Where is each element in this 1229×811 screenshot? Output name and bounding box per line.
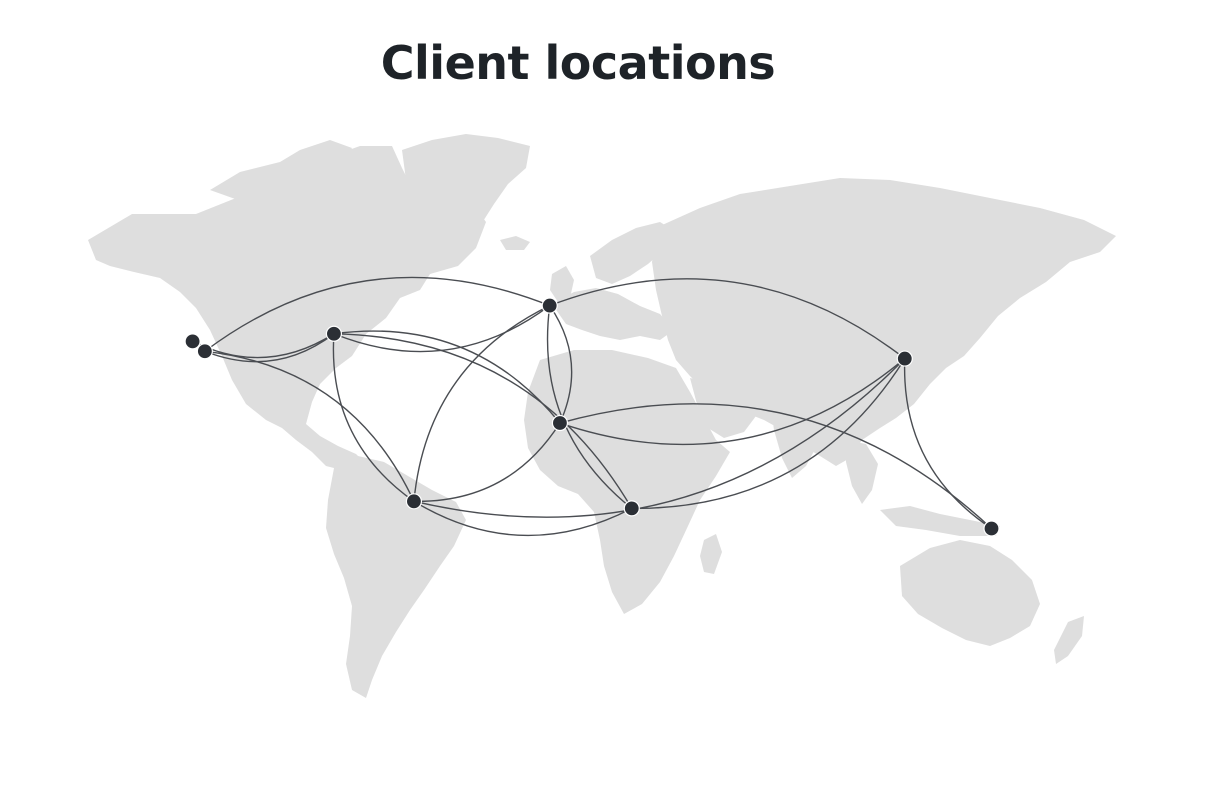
landmass-australia (900, 540, 1040, 646)
landmass-iceland (500, 236, 530, 250)
landmass-north-america (88, 146, 486, 472)
route-london-lagos (549, 305, 573, 424)
landmass-arctic-islands (210, 140, 352, 200)
location-pin-johannesburg[interactable] (623, 500, 640, 517)
route-london-sao-paulo (413, 304, 551, 502)
landmass-new-zealand (1054, 616, 1084, 664)
location-pin-sydney[interactable] (983, 520, 1000, 537)
landmass-indonesia (880, 506, 1000, 536)
route-london-los-angeles (204, 276, 550, 352)
location-pin-new-york[interactable] (325, 325, 343, 342)
route-london-shanghai (549, 278, 906, 360)
route-los-angeles-new-york (204, 333, 335, 363)
route-lagos-shanghai (559, 358, 906, 446)
route-los-angeles-sao-paulo (204, 350, 415, 502)
route-lagos-sydney (559, 403, 992, 529)
location-pin-shanghai[interactable] (896, 350, 913, 367)
landmass-layer (88, 134, 1116, 698)
route-new-york-lagos (333, 330, 561, 424)
landmass-africa (524, 350, 730, 614)
location-pin-san-francisco[interactable] (184, 333, 201, 350)
route-johannesburg-sao-paulo (413, 500, 633, 537)
landmass-british-isles (550, 266, 574, 302)
landmass-southeast-asia (846, 440, 878, 504)
landmass-europe (552, 288, 674, 340)
route-new-york-johannesburg (333, 333, 633, 509)
location-pin-london[interactable] (541, 297, 558, 314)
map-title: Client locations (380, 36, 776, 90)
location-pin-lagos[interactable] (551, 414, 569, 432)
route-shanghai-sydney (903, 358, 992, 530)
location-pin-los-angeles[interactable] (196, 343, 213, 360)
landmass-madagascar (700, 534, 722, 574)
route-johannesburg-shanghai (631, 358, 906, 510)
routes-layer (192, 276, 992, 537)
landmass-greenland (402, 134, 530, 262)
landmass-scandinavia (590, 222, 676, 284)
pins-layer (184, 297, 1000, 537)
route-shanghai-sao-paulo (413, 358, 906, 518)
route-lagos-sao-paulo (413, 422, 561, 503)
landmass-asia (652, 178, 1116, 466)
landmass-india (770, 396, 826, 478)
location-pin-sao-paulo[interactable] (405, 493, 423, 510)
route-new-york-london (333, 305, 551, 353)
landmass-south-america (326, 456, 466, 698)
route-new-york-sao-paulo (332, 333, 415, 502)
landmass-japan (952, 296, 982, 346)
